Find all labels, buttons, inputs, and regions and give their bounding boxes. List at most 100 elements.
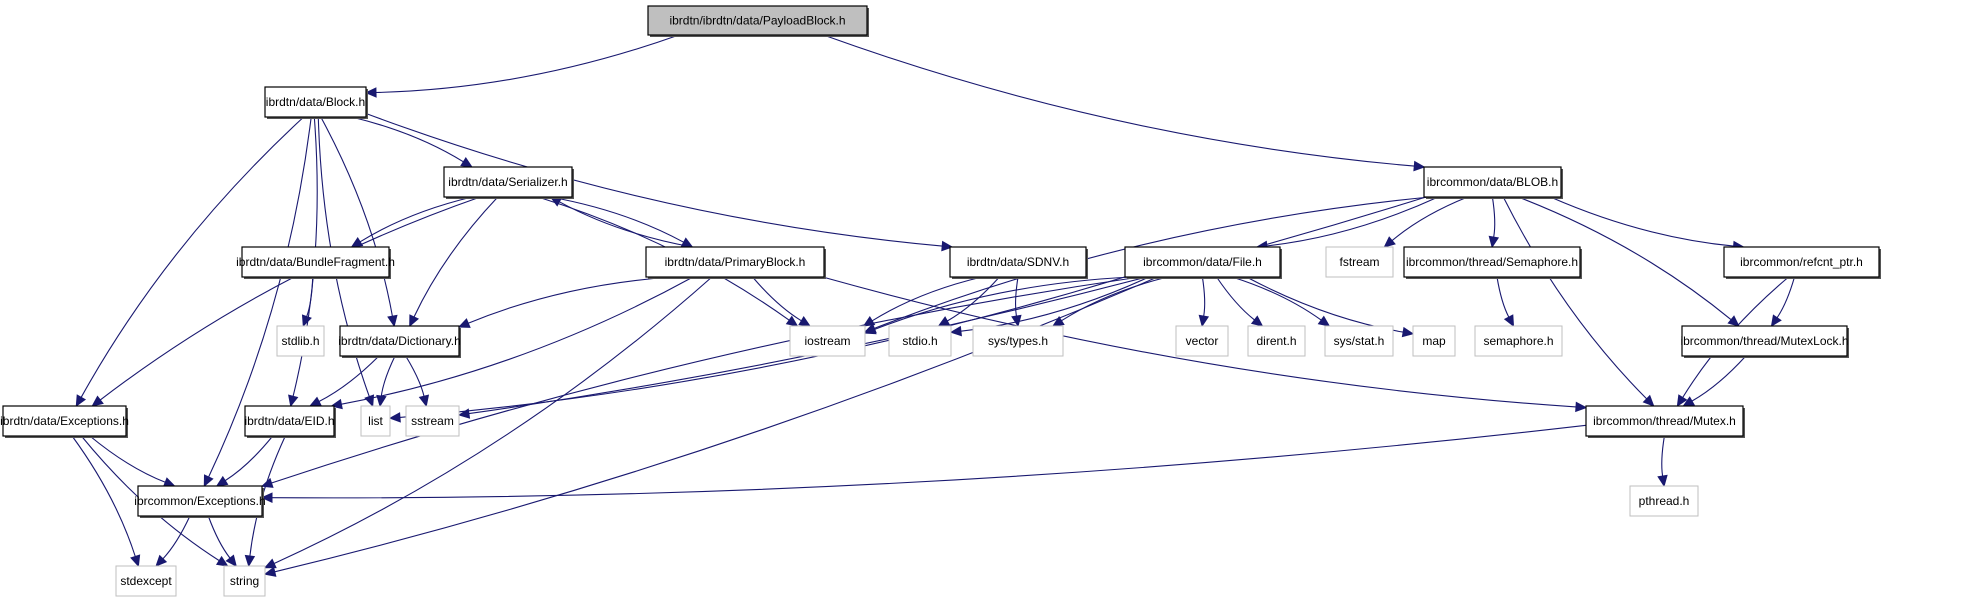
node-list: list [360,405,391,437]
node-box[interactable] [339,325,460,357]
node-box [405,405,460,437]
edge-line [1232,276,1322,321]
node-box[interactable] [1585,405,1744,437]
edge-sdnv-to-stdio [937,276,1000,327]
edge-serializer-to-dtnexceptions [91,196,481,407]
arrowhead-icon [1401,326,1415,338]
node-mutex[interactable]: ibrcommon/thread/Mutex.h [1585,405,1745,438]
arrowhead-icon [1488,235,1500,249]
arrowhead-icon [949,325,962,337]
arrowhead-icon [409,314,420,328]
arrowhead-icon [215,475,229,487]
node-map: map [1412,325,1456,357]
edge-bundlefragment-to-stdlib [301,276,314,328]
node-box [115,565,177,597]
node-box[interactable] [645,246,825,278]
node-payloadblock[interactable]: ibrdtn/ibrdtn/data/PayloadBlock.h [647,5,869,37]
arrowhead-icon [1250,315,1264,327]
edge-semaphore-to-semaphoreh [1496,276,1515,328]
edge-primaryblock-to-mutex [822,276,1588,413]
arrowhead-icon [798,315,811,327]
node-dirent: dirent.h [1247,325,1306,357]
node-sstream: sstream [405,405,460,437]
node-box[interactable] [1723,246,1880,278]
node-label: ibrdtn/data/Block.h [266,95,365,109]
edge-line [351,116,464,163]
edge-mutex-to-commonexceptions [260,424,1587,503]
arrowhead-icon [941,240,954,252]
node-sdnv[interactable]: ibrdtn/data/SDNV.h [949,246,1088,279]
edge-dictionary-to-list [376,355,396,408]
edge-line [1518,196,1732,321]
edge-file-to-sysstat [1232,276,1331,327]
node-bundlefragment[interactable]: ibrdtn/data/BundleFragment.h [236,246,395,279]
node-box[interactable] [241,246,390,278]
node-file[interactable]: ibrcommon/data/File.h [1124,246,1282,279]
node-primaryblock[interactable]: ibrdtn/data/PrimaryBlock.h [645,246,826,279]
node-box [1629,485,1699,517]
edge-line [89,435,166,483]
arrowhead-icon [1051,315,1065,327]
edge-line [318,355,380,402]
node-box[interactable] [949,246,1087,278]
node-semaphore[interactable]: ibrcommon/thread/Semaphore.h [1403,246,1582,279]
arrowhead-icon [1575,401,1588,413]
node-label: ibrdtn/data/Exceptions.h [0,414,129,428]
edge-line [1502,196,1648,400]
node-box[interactable] [443,166,573,198]
arrowhead-icon [350,236,364,248]
node-label: ibrcommon/data/BLOB.h [1427,175,1558,189]
edge-line [380,355,396,397]
node-label: ibrcommon/Exceptions.h [134,494,265,508]
node-commonexceptions[interactable]: ibrcommon/Exceptions.h [134,485,266,518]
node-eid[interactable]: ibrdtn/data/EID.h [244,405,336,438]
edge-sdnv-to-systypes [1011,276,1022,328]
edge-serializer-to-bundlefragment [350,196,473,248]
node-label: semaphore.h [1483,334,1553,348]
edge-payloadblock-to-blob [823,34,1426,172]
edge-line [1496,276,1510,318]
edge-line [375,34,680,94]
node-label: dirent.h [1256,334,1296,348]
node-label: list [368,414,383,428]
edge-line [1776,276,1796,319]
node-box[interactable] [137,485,263,517]
edge-line [80,116,305,398]
edge-file-to-string [263,276,1158,577]
edge-commonexceptions-to-stdexcept [155,515,191,567]
node-label: fstream [1339,255,1379,269]
node-block[interactable]: ibrdtn/data/Block.h [264,86,368,119]
arrowhead-icon [1503,314,1515,328]
node-box[interactable] [1403,246,1581,278]
edge-layer [71,34,1796,577]
edge-file-to-vector [1198,276,1210,328]
node-dictionary[interactable]: ibrdtn/data/Dictionary.h [338,325,461,358]
edge-line [71,435,136,557]
node-box [1324,325,1394,357]
node-label: sys/types.h [988,334,1048,348]
edge-file-to-dirent [1216,276,1264,327]
node-box[interactable] [1423,166,1562,198]
node-box[interactable] [647,5,868,36]
edge-line [271,276,1140,484]
node-serializer[interactable]: ibrdtn/data/Serializer.h [443,166,574,199]
edge-line [874,196,1430,329]
node-label: ibrdtn/data/Serializer.h [448,175,567,189]
node-box[interactable] [1124,246,1281,278]
node-blob[interactable]: ibrcommon/data/BLOB.h [1423,166,1563,199]
edge-line [1061,276,1168,322]
node-label: vector [1186,334,1219,348]
node-box [1247,325,1306,357]
node-refcnt[interactable]: ibrcommon/refcnt_ptr.h [1723,246,1881,279]
node-box[interactable] [2,405,127,437]
edge-line [341,276,694,405]
arrowhead-icon [162,477,176,488]
edge-line [99,196,481,401]
edge-primaryblock-to-serializer [549,196,693,248]
arrowhead-icon [225,554,237,567]
node-box[interactable] [264,86,367,118]
node-dtnexceptions[interactable]: ibrdtn/data/Exceptions.h [0,405,129,438]
node-mutexlock[interactable]: ibrcommon/thread/MutexLock.h [1680,325,1849,358]
node-box[interactable] [244,405,335,437]
node-box[interactable] [1681,325,1848,357]
